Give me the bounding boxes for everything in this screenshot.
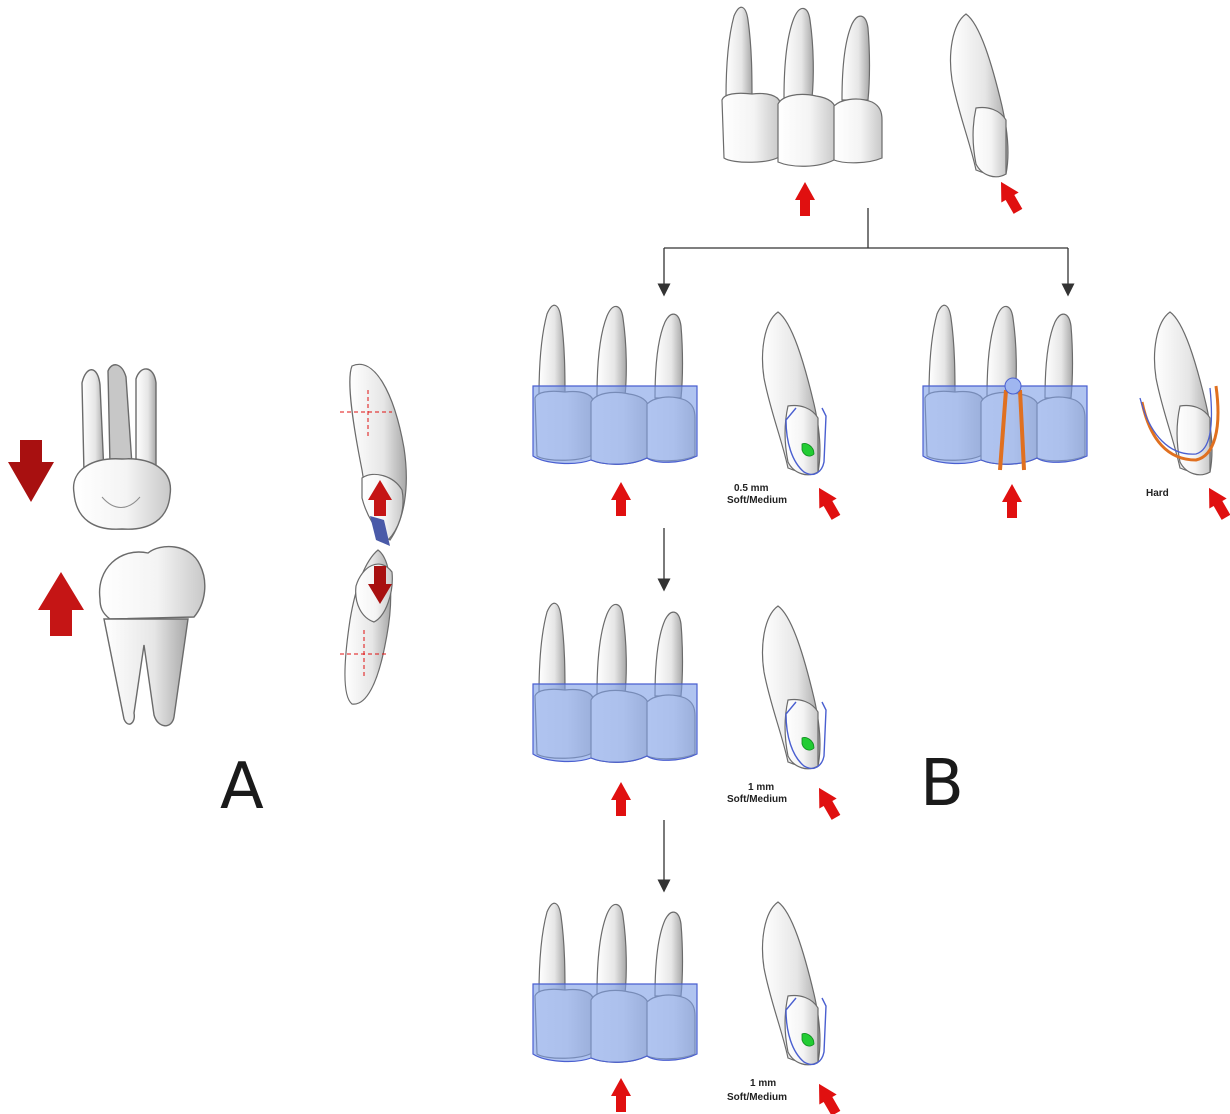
incisor-pair-illustration	[340, 363, 407, 705]
flow-arrows	[657, 208, 1075, 893]
force-arrow-icon	[795, 182, 815, 216]
initial-side-tooth	[949, 13, 1009, 178]
force-arrow-icon	[992, 176, 1027, 217]
step3-material-caption: Soft/Medium	[727, 1092, 787, 1103]
force-arrow-icon	[1200, 482, 1230, 523]
upper-molar-illustration	[72, 364, 172, 530]
power-arm-attachment	[998, 389, 1026, 471]
up-force-arrow	[38, 572, 84, 636]
force-arrow-icon	[810, 482, 845, 523]
lower-molar-illustration	[98, 545, 206, 727]
panel-b-label: B	[920, 747, 964, 821]
panel-a: A	[8, 363, 407, 824]
force-arrow-icon	[810, 782, 845, 823]
aligner-step-3: 1 mm Soft/Medium	[532, 901, 845, 1114]
step2-thickness-caption: 1 mm	[748, 782, 774, 793]
panel-b: 0.5 mm Soft/Medium Hard 1 mm Soft/M	[532, 6, 1230, 1114]
step1-material-caption: Soft/Medium	[727, 495, 787, 506]
step2-material-caption: Soft/Medium	[727, 794, 787, 805]
aligner-step-2: 1 mm Soft/Medium	[532, 602, 845, 823]
aligner-step-1: 0.5 mm Soft/Medium	[532, 304, 845, 523]
force-arrow-icon	[810, 1078, 845, 1114]
step3-thickness-caption: 1 mm	[750, 1078, 776, 1089]
initial-front-teeth	[721, 6, 883, 167]
force-arrow-icon	[611, 1078, 631, 1112]
hard-aligner-option: Hard	[922, 304, 1230, 523]
down-force-arrow	[8, 440, 54, 502]
step1-thickness-caption: 0.5 mm	[734, 483, 769, 494]
force-arrow-icon	[611, 782, 631, 816]
force-arrow-icon	[1002, 484, 1022, 518]
force-arrow-icon	[611, 482, 631, 516]
hard-material-caption: Hard	[1146, 488, 1169, 499]
panel-a-label: A	[220, 750, 264, 824]
